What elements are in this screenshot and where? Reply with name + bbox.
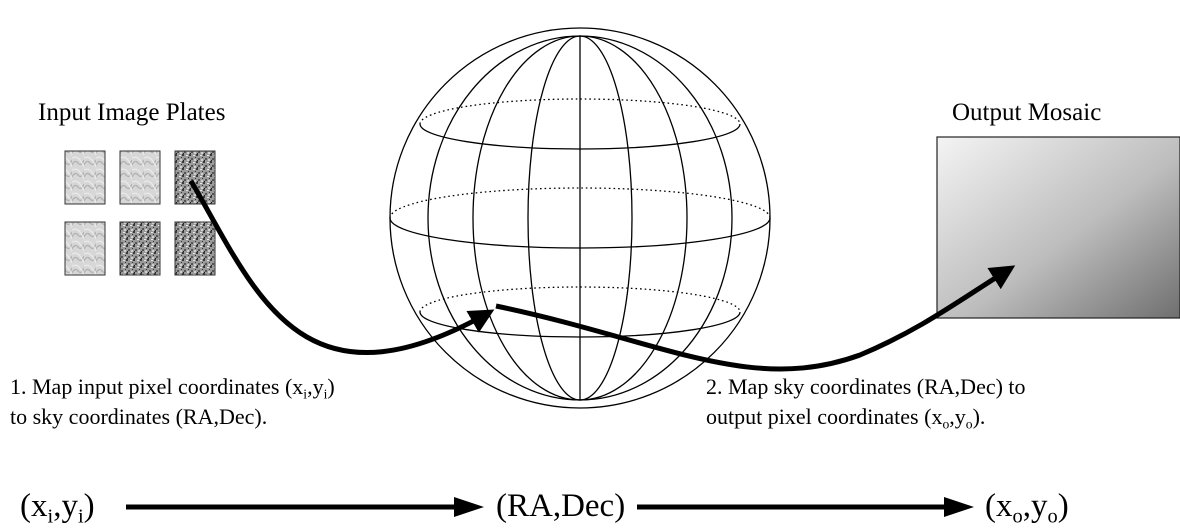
step2-caption: 2. Map sky coordinates (RA,Dec) to outpu… — [706, 372, 1026, 432]
step1-text-c: ) — [327, 374, 335, 399]
step2-text-c: ). — [972, 404, 986, 429]
step1-text-a: 1. Map input pixel coordinates (x — [10, 374, 304, 399]
formula-arrowhead-right — [944, 497, 974, 517]
input-image-plates — [64, 150, 216, 276]
image-plate-icon — [119, 150, 161, 205]
step2-text-a: output pixel coordinates (x — [706, 404, 943, 429]
step2-mapping-arrow — [495, 265, 1016, 372]
formula-input-coords: (xi,yi) — [20, 487, 95, 527]
formula-left-b: ,y — [53, 488, 78, 524]
step1-sub-a: i — [303, 386, 308, 402]
output-mosaic-title: Output Mosaic — [952, 99, 1102, 126]
formula-arrows — [126, 497, 974, 517]
step2-text-b: ,y — [949, 404, 966, 429]
step1-caption-line1: 1. Map input pixel coordinates (xi,yi) — [10, 372, 335, 402]
image-plate-icon — [64, 150, 106, 205]
formula-left-sub-b: i — [77, 505, 84, 528]
input-image-plates-title: Input Image Plates — [38, 99, 226, 126]
step2-caption-line2: output pixel coordinates (xo,yo). — [706, 402, 1026, 432]
formula-left-sub-a: i — [47, 505, 54, 528]
step1-caption: 1. Map input pixel coordinates (xi,yi) t… — [10, 372, 335, 432]
step2-sub-b: o — [965, 416, 973, 432]
formula-left-a: (x — [20, 488, 48, 524]
celestial-sphere-icon — [389, 27, 771, 409]
formula-left-c: ) — [83, 488, 95, 524]
formula-output-coords: (xo,yo) — [985, 487, 1069, 527]
formula-right-sub-a: o — [1012, 505, 1023, 528]
formula-right-b: ,y — [1022, 488, 1048, 524]
formula-right-sub-b: o — [1047, 505, 1058, 528]
formula-arrowhead-left — [454, 497, 484, 517]
image-plate-icon — [64, 221, 106, 276]
formula-right-a: (x — [985, 488, 1013, 524]
step2-caption-line1: 2. Map sky coordinates (RA,Dec) to — [706, 374, 1026, 399]
step1-caption-line2: to sky coordinates (RA,Dec). — [10, 404, 268, 429]
step1-sub-b: i — [323, 386, 328, 402]
step1-text-b: ,y — [307, 374, 324, 399]
step2-sub-a: o — [942, 416, 950, 432]
step1-mapping-arrow — [188, 179, 495, 356]
formula-right-c: ) — [1057, 488, 1069, 524]
image-plate-icon — [174, 221, 216, 276]
formula-sky-coords: (RA,Dec) — [496, 488, 626, 524]
image-plate-icon — [174, 150, 216, 205]
image-plate-icon — [119, 221, 161, 276]
